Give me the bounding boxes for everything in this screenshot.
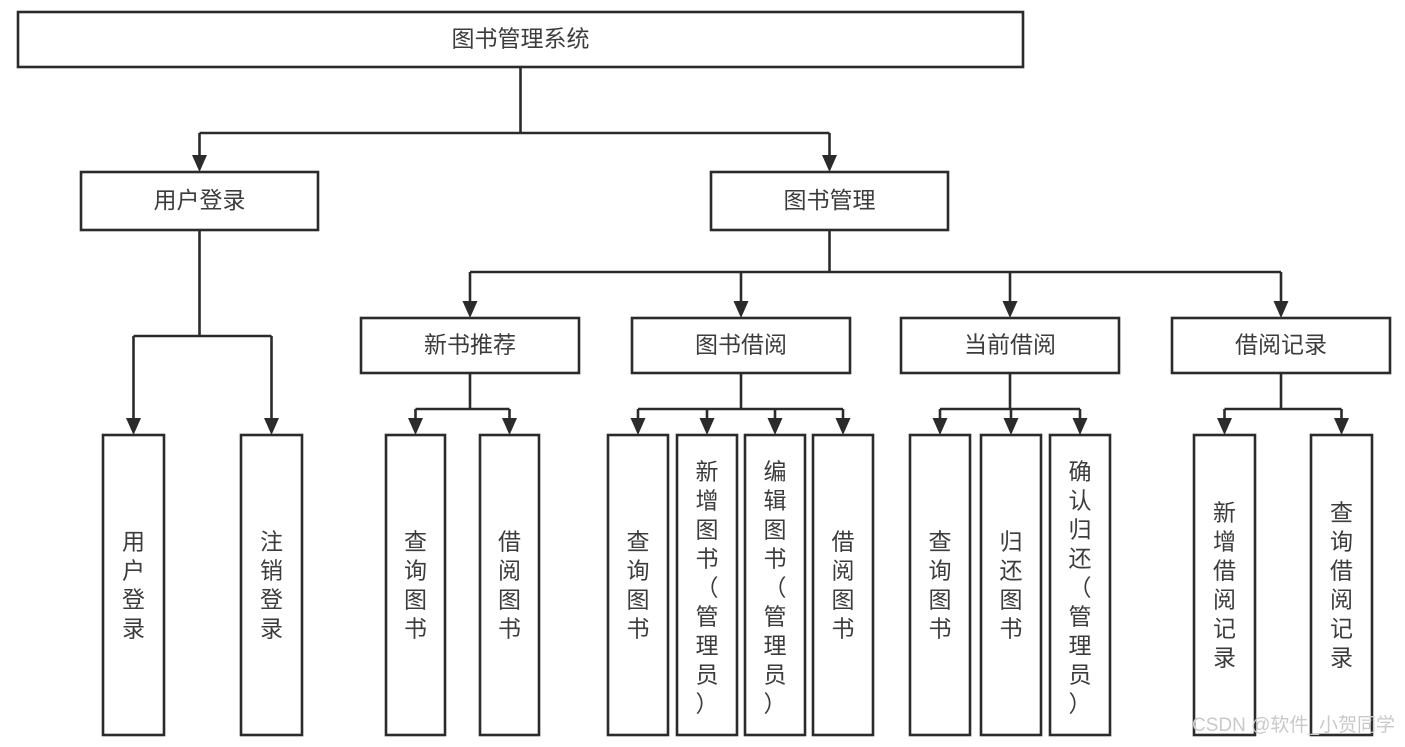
edge-arrowhead [733,301,749,318]
node-cb-return[interactable]: 归还图书 [979,433,1043,737]
node-book-borrow[interactable]: 图书借阅 [630,316,852,375]
edge-arrowhead [835,418,851,435]
node-box-new-book-rec [359,316,581,375]
node-label-leaf-user-login: 用户登录 [122,529,145,642]
node-label-leaf-user-logout: 注销登录 [260,529,283,642]
edge-arrowhead [1072,418,1088,435]
node-label-cb-confirm: 确认归还（管理员） [1069,459,1092,717]
node-box-br-query [1309,433,1374,737]
node-box-bb-query [606,433,670,737]
node-box-bb-borrow [811,433,875,737]
node-current-borrow[interactable]: 当前借阅 [899,316,1121,375]
node-box-user-login [79,170,320,232]
node-box-nb-query [384,433,447,737]
edge-arrowhead [264,418,279,435]
node-borrow-record[interactable]: 借阅记录 [1170,316,1392,375]
edges-layer [126,67,1349,435]
edge-arrowhead [1217,418,1232,435]
edge-arrowhead [126,418,141,435]
node-box-cb-query [908,433,972,737]
node-label-user-login: 用户登录 [154,187,246,213]
edge-arrowhead [699,418,715,435]
node-br-add[interactable]: 新增借阅记录 [1192,433,1257,737]
node-label-nb-query: 查询图书 [404,529,427,642]
node-box-book-manage [709,170,950,232]
node-box-borrow-record [1170,316,1392,375]
edge-arrowhead [502,418,517,435]
node-box-nb-borrow [478,433,541,737]
edge-arrowhead [1002,301,1018,318]
node-leaf-user-logout[interactable]: 注销登录 [239,433,304,737]
node-bb-add[interactable]: 新增图书（管理员） [675,433,739,737]
node-box-bb-add [675,433,739,737]
node-box-bb-edit [743,433,807,737]
node-root[interactable]: 图书管理系统 [16,10,1025,69]
edge-arrowhead [192,155,207,172]
node-label-bb-add: 新增图书（管理员） [696,459,719,717]
node-bb-query[interactable]: 查询图书 [606,433,670,737]
edge-arrowhead [462,301,478,318]
node-label-br-query: 查询借阅记录 [1330,500,1353,671]
node-label-root: 图书管理系统 [452,26,590,52]
node-box-br-add [1192,433,1257,737]
node-label-new-book-rec: 新书推荐 [424,332,516,358]
node-label-bb-edit: 编辑图书（管理员） [764,459,787,717]
node-bb-edit[interactable]: 编辑图书（管理员） [743,433,807,737]
edge-arrowhead [408,418,423,435]
node-cb-confirm[interactable]: 确认归还（管理员） [1048,433,1112,737]
node-box-cb-return [979,433,1043,737]
node-leaf-user-login[interactable]: 用户登录 [101,433,166,737]
node-box-cb-confirm [1048,433,1112,737]
node-label-cb-return: 归还图书 [1000,529,1023,642]
node-nb-query[interactable]: 查询图书 [384,433,447,737]
node-new-book-rec[interactable]: 新书推荐 [359,316,581,375]
node-label-bb-borrow: 借阅图书 [832,529,855,642]
edge-arrowhead [1273,301,1289,318]
node-box-root [16,10,1025,69]
edge-arrowhead [932,418,948,435]
node-br-query[interactable]: 查询借阅记录 [1309,433,1374,737]
edge-arrowhead [1003,418,1019,435]
node-label-bb-query: 查询图书 [627,529,650,642]
node-box-current-borrow [899,316,1121,375]
nodes-layer: 图书管理系统用户登录图书管理新书推荐图书借阅当前借阅借阅记录用户登录注销登录查询… [16,10,1392,737]
node-label-current-borrow: 当前借阅 [964,332,1056,358]
node-book-manage[interactable]: 图书管理 [709,170,950,232]
edge-arrowhead [822,155,837,172]
csdn-watermark: CSDN @软件_小贺同学 [1192,714,1395,736]
node-box-leaf-user-login [101,433,166,737]
node-label-book-manage: 图书管理 [784,187,876,213]
node-user-login[interactable]: 用户登录 [79,170,320,232]
node-label-cb-query: 查询图书 [929,529,952,642]
node-cb-query[interactable]: 查询图书 [908,433,972,737]
node-label-br-add: 新增借阅记录 [1213,500,1236,671]
node-label-nb-borrow: 借阅图书 [498,529,521,642]
node-box-book-borrow [630,316,852,375]
edge-arrowhead [630,418,646,435]
edge-arrowhead [1334,418,1349,435]
node-label-book-borrow: 图书借阅 [695,332,787,358]
node-nb-borrow[interactable]: 借阅图书 [478,433,541,737]
node-box-leaf-user-logout [239,433,304,737]
node-label-borrow-record: 借阅记录 [1235,332,1327,358]
edge-arrowhead [767,418,783,435]
node-bb-borrow[interactable]: 借阅图书 [811,433,875,737]
